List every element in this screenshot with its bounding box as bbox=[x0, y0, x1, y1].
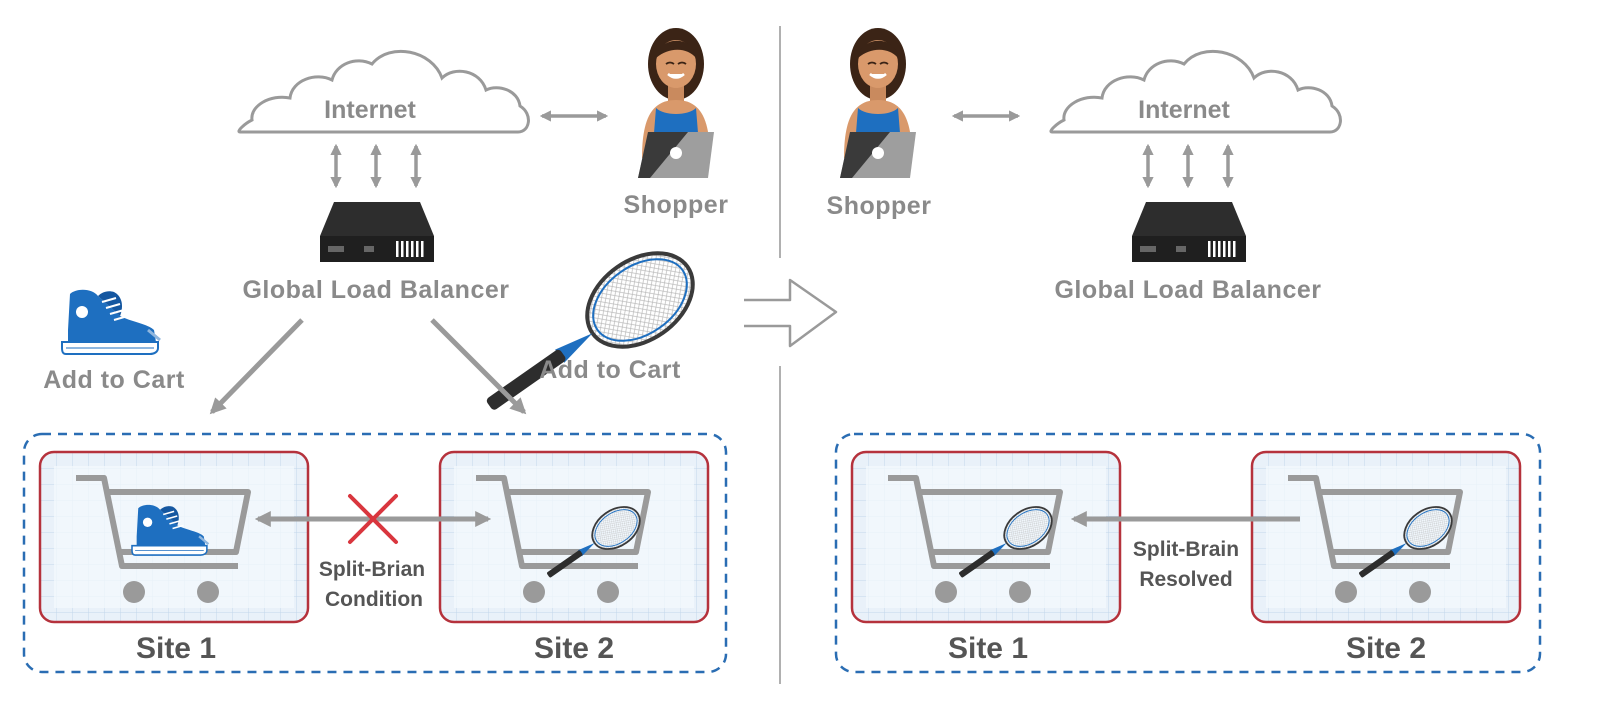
server-icon bbox=[320, 202, 434, 262]
internet-cloud-left: Internet bbox=[237, 49, 530, 134]
site1-label-right: Site 1 bbox=[948, 632, 1028, 665]
right-panel: Shopper Internet Global Load Balancer Si… bbox=[827, 26, 1542, 674]
load-balancer-right bbox=[1132, 202, 1246, 262]
cloud-server-arrows-right bbox=[1142, 143, 1234, 189]
lb-to-site1-arrow bbox=[209, 318, 304, 415]
transition-arrow-icon bbox=[744, 278, 838, 348]
racket-item-left bbox=[464, 231, 713, 441]
shopper-right bbox=[838, 26, 918, 180]
site1-left bbox=[38, 450, 310, 624]
shopper-left bbox=[636, 26, 716, 180]
resolved-line1: Split-Brain bbox=[1133, 538, 1239, 561]
site1-label-left: Site 1 bbox=[136, 632, 216, 665]
internet-label-right: Internet bbox=[1138, 96, 1230, 124]
site2-right bbox=[1250, 450, 1522, 624]
shopper-label-right: Shopper bbox=[827, 192, 932, 220]
split-condition-line1: Split-Brian bbox=[319, 558, 425, 581]
lb-to-site2-arrow bbox=[430, 318, 527, 415]
site2-label-left: Site 2 bbox=[534, 632, 614, 665]
tennis-racket-icon bbox=[464, 231, 713, 441]
add-to-cart-racket-label: Add to Cart bbox=[539, 356, 681, 384]
load-balancer-label-right: Global Load Balancer bbox=[1054, 276, 1321, 304]
add-to-cart-shoe-label: Add to Cart bbox=[43, 366, 185, 394]
cloud-server-arrows-left bbox=[330, 143, 422, 189]
server-icon bbox=[1132, 202, 1246, 262]
broken-link-x-icon bbox=[348, 494, 398, 544]
load-balancer-label-left: Global Load Balancer bbox=[242, 276, 509, 304]
sneaker-icon bbox=[60, 288, 162, 356]
shopper-icon bbox=[636, 26, 716, 180]
resolved-line2: Resolved bbox=[1139, 568, 1232, 591]
shopper-icon bbox=[838, 26, 918, 180]
split-condition-line2: Condition bbox=[325, 588, 423, 611]
datacenter-group-left bbox=[22, 432, 728, 674]
site2-label-right: Site 2 bbox=[1346, 632, 1426, 665]
shopper-label-left: Shopper bbox=[624, 191, 729, 219]
site2-left bbox=[438, 450, 710, 624]
site1-right bbox=[850, 450, 1122, 624]
shoe-item-left bbox=[60, 288, 162, 356]
internet-cloud-right: Internet bbox=[1049, 49, 1342, 134]
internet-label-left: Internet bbox=[324, 96, 416, 124]
load-balancer-left bbox=[320, 202, 434, 262]
left-panel: Internet Shopper Global Load Balancer Ad… bbox=[22, 26, 729, 674]
